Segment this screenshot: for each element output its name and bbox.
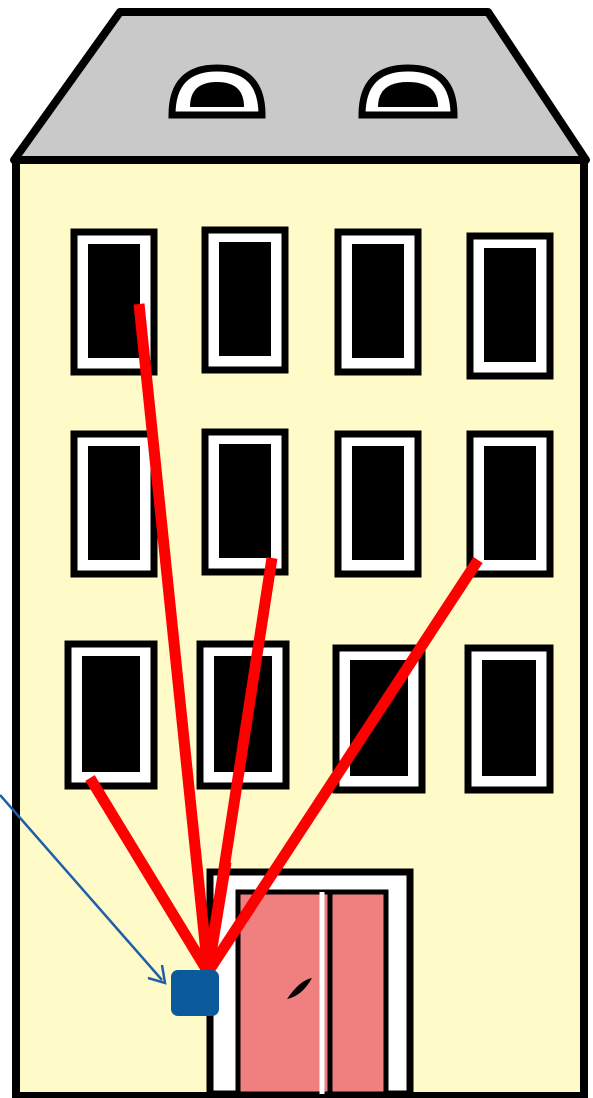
window: [470, 236, 550, 376]
window: [470, 434, 550, 574]
window: [338, 434, 418, 574]
window: [74, 434, 154, 574]
window: [468, 648, 550, 790]
door: [210, 872, 410, 1094]
dormer-left: [172, 68, 262, 115]
window: [205, 432, 285, 572]
roof: [14, 12, 586, 160]
window: [338, 232, 418, 372]
hub-node: [171, 970, 219, 1016]
window: [205, 230, 285, 370]
window: [68, 644, 154, 786]
dormer-right: [362, 68, 454, 115]
